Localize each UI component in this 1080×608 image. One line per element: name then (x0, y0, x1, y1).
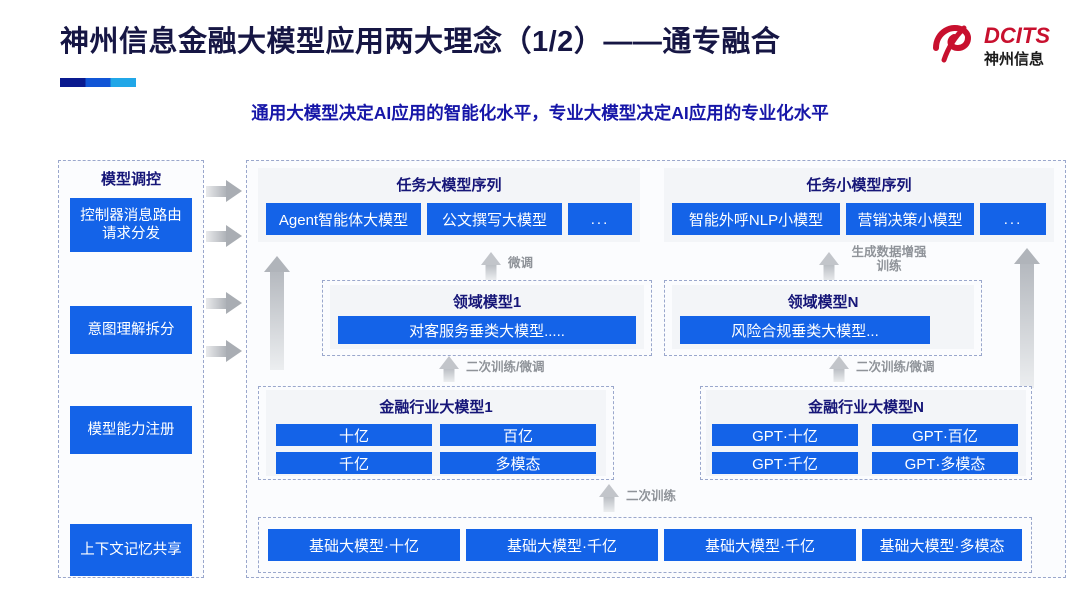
industry-left-item-4[interactable]: 多模态 (440, 452, 596, 474)
control-item-capability-registry[interactable]: 模型能力注册 (70, 406, 192, 454)
page-title: 神州信息金融大模型应用两大理念（1/2）——通专融合 (60, 26, 781, 58)
industry-model-left-title: 金融行业大模型1 (379, 399, 493, 416)
logo-brand-cn-text: 神州信息 (984, 50, 1044, 68)
base-model-item-2[interactable]: 基础大模型·千亿 (466, 529, 658, 561)
base-model-item-4[interactable]: 基础大模型·多模态 (862, 529, 1022, 561)
industry-right-item-3[interactable]: GPT·千亿 (712, 452, 858, 474)
base-model-item-3[interactable]: 基础大模型·千亿 (664, 529, 856, 561)
base-model-item-1[interactable]: 基础大模型·十亿 (268, 529, 460, 561)
retrain-finetune-arrow-right (826, 356, 852, 382)
finetune-arrow-left (478, 252, 504, 280)
control-item-router[interactable]: 控制器消息路由请求分发 (70, 198, 192, 252)
industry-right-item-2[interactable]: GPT·百亿 (872, 424, 1018, 446)
domain-model-right-title: 领域模型N (787, 294, 859, 311)
gen-data-aug-arrow (816, 252, 842, 282)
retrain-finetune-arrow-left (436, 356, 462, 382)
control-column-title: 模型调控 (100, 171, 161, 188)
task-small-model-title: 任务小模型序列 (806, 177, 912, 194)
industry-right-item-1[interactable]: GPT·十亿 (712, 424, 858, 446)
logo-svg: DCITS 神州信息 (933, 23, 1050, 68)
dcits-logo: DCITS 神州信息 (932, 18, 1064, 72)
control-item-intent[interactable]: 意图理解拆分 (70, 306, 192, 354)
retrain-label: 二次训练 (626, 489, 677, 503)
page-subtitle: 通用大模型决定AI应用的智能化水平，专业大模型决定AI应用的专业化水平 (251, 103, 829, 123)
task-large-model-item-doc[interactable]: 公文撰写大模型 (427, 203, 562, 235)
finetune-label: 微调 (508, 256, 534, 270)
title-underline-rule (60, 78, 136, 87)
gen-data-aug-label: 生成数据增强训练 (851, 245, 927, 274)
task-large-model-item-more[interactable]: ... (568, 203, 632, 235)
task-large-model-item-agent[interactable]: Agent智能体大模型 (266, 203, 421, 235)
industry-left-item-3[interactable]: 千亿 (276, 452, 432, 474)
retrain-arrow (596, 484, 622, 512)
connector-arrow-2 (206, 225, 242, 247)
domain-model-right-item[interactable]: 风险合规垂类大模型... (680, 316, 930, 344)
bypass-arrow-left (260, 256, 294, 370)
connector-arrow-4 (206, 340, 242, 362)
industry-left-item-2[interactable]: 百亿 (440, 424, 596, 446)
task-small-model-item-nlp[interactable]: 智能外呼NLP小模型 (672, 203, 840, 235)
control-item-context-memory[interactable]: 上下文记忆共享 (70, 524, 192, 576)
logo-brand-text: DCITS (984, 23, 1050, 48)
industry-model-right-title: 金融行业大模型N (808, 399, 924, 416)
bypass-arrow-right (1010, 248, 1044, 388)
connector-arrow-1 (206, 180, 242, 202)
task-small-model-item-more[interactable]: ... (980, 203, 1046, 235)
connector-arrow-3 (206, 292, 242, 314)
task-small-model-item-marketing[interactable]: 营销决策小模型 (846, 203, 974, 235)
task-large-model-title: 任务大模型序列 (396, 177, 502, 194)
domain-model-left-item[interactable]: 对客服务垂类大模型..... (338, 316, 636, 344)
industry-left-item-1[interactable]: 十亿 (276, 424, 432, 446)
industry-right-item-4[interactable]: GPT·多模态 (872, 452, 1018, 474)
domain-model-left-title: 领域模型1 (452, 294, 522, 311)
retrain-finetune-label-left: 二次训练/微调 (466, 360, 545, 374)
retrain-finetune-label-right: 二次训练/微调 (856, 360, 935, 374)
